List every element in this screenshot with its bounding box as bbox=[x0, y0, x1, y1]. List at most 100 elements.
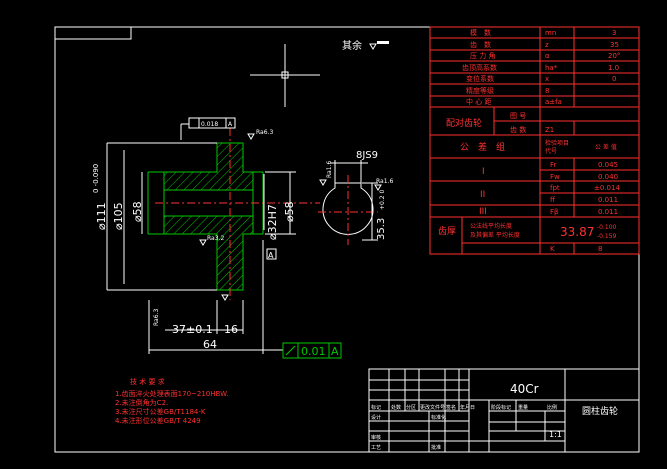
outer-dia-dim: ⌀111 bbox=[95, 202, 108, 230]
svg-text:20°: 20° bbox=[608, 52, 620, 60]
svg-text:及其偏差 平均长度: 及其偏差 平均长度 bbox=[470, 231, 520, 239]
svg-text:x: x bbox=[545, 75, 549, 83]
svg-text:Ra6.3: Ra6.3 bbox=[256, 129, 273, 136]
svg-text:0.01: 0.01 bbox=[301, 345, 326, 358]
datum-letter: A bbox=[268, 251, 274, 260]
svg-text:2.未注倒角为C2.: 2.未注倒角为C2. bbox=[115, 398, 168, 407]
bore-dim: ⌀32H7 bbox=[266, 204, 279, 240]
svg-text:技 术 要 求: 技 术 要 求 bbox=[130, 377, 165, 386]
svg-text:K: K bbox=[550, 245, 555, 253]
svg-text:0.045: 0.045 bbox=[598, 161, 618, 169]
svg-text:4.未注形位公差GB/T 4249: 4.未注形位公差GB/T 4249 bbox=[115, 416, 201, 425]
svg-text:比例: 比例 bbox=[547, 404, 557, 411]
svg-text:Z1: Z1 bbox=[545, 126, 554, 134]
tech-requirements: 技 术 要 求 1.齿面淬火处理表面170~210HBW. 2.未注倒角为C2.… bbox=[115, 377, 228, 425]
dia58-left-dim: ⌀58 bbox=[131, 201, 144, 222]
svg-text:-0.159: -0.159 bbox=[597, 233, 617, 240]
svg-text:Ra1.6: Ra1.6 bbox=[326, 161, 333, 178]
svg-text:变位系数: 变位系数 bbox=[466, 74, 494, 83]
len16-dim: 16 bbox=[224, 323, 238, 336]
svg-text:分区: 分区 bbox=[406, 404, 416, 411]
len64-dim: 64 bbox=[203, 338, 217, 351]
title-block-labels: 标记 处数 分区 更改文件号 签名 年月日 设计 标准化 阶段标记 重量 比例 … bbox=[371, 404, 557, 451]
svg-text:设计: 设计 bbox=[371, 414, 381, 421]
svg-text:精度等级: 精度等级 bbox=[466, 86, 494, 95]
svg-text:处数: 处数 bbox=[391, 404, 401, 411]
svg-text:审核: 审核 bbox=[371, 434, 381, 441]
svg-text:Fr: Fr bbox=[550, 161, 557, 169]
svg-text:ff: ff bbox=[550, 196, 555, 204]
svg-text:II: II bbox=[480, 190, 485, 200]
svg-text:0.011: 0.011 bbox=[598, 208, 618, 216]
dimension-lines bbox=[106, 142, 296, 354]
svg-text:1.齿面淬火处理表面170~210HBW.: 1.齿面淬火处理表面170~210HBW. bbox=[115, 389, 228, 398]
svg-text:阶段标记: 阶段标记 bbox=[491, 404, 511, 411]
svg-text:重量: 重量 bbox=[518, 404, 528, 411]
svg-text:0.018: 0.018 bbox=[201, 121, 218, 128]
svg-text:更改文件号: 更改文件号 bbox=[420, 404, 445, 411]
material-label: 40Cr bbox=[510, 382, 539, 396]
dia105-dim: ⌀105 bbox=[112, 202, 125, 230]
svg-text:3: 3 bbox=[612, 29, 616, 37]
keyway-depth-tol: +0.2 0 bbox=[379, 190, 386, 210]
svg-text:标记: 标记 bbox=[371, 404, 381, 411]
title-block bbox=[368, 368, 640, 453]
svg-text:A: A bbox=[331, 345, 339, 358]
svg-text:压 力 角: 压 力 角 bbox=[470, 51, 495, 60]
svg-text:8: 8 bbox=[545, 87, 549, 95]
svg-text:齿 数: 齿 数 bbox=[470, 40, 491, 49]
keyway-width-dim: 8JS9 bbox=[356, 150, 378, 161]
svg-text:8: 8 bbox=[598, 245, 602, 253]
gear-section bbox=[147, 128, 320, 300]
svg-text:公法线平均长度: 公法线平均长度 bbox=[470, 222, 512, 230]
keyway-depth-dim: 35.3 bbox=[376, 218, 387, 240]
svg-text:±0.014: ±0.014 bbox=[594, 184, 620, 192]
svg-text:签名: 签名 bbox=[446, 404, 456, 411]
svg-text:ha*: ha* bbox=[545, 64, 558, 72]
dia58-right-dim: ⌀58 bbox=[283, 201, 296, 222]
svg-text:Ra3.2: Ra3.2 bbox=[207, 235, 224, 242]
svg-text:3.未注尺寸公差GB/T1184-K: 3.未注尺寸公差GB/T1184-K bbox=[115, 407, 206, 416]
svg-text:-0.100: -0.100 bbox=[597, 224, 617, 231]
svg-text:标准化: 标准化 bbox=[431, 414, 446, 421]
sheet-border bbox=[54, 26, 640, 453]
svg-text:0: 0 bbox=[612, 75, 616, 83]
svg-text:批准: 批准 bbox=[431, 444, 441, 451]
svg-text:Fβ: Fβ bbox=[550, 208, 559, 216]
svg-text:α: α bbox=[545, 52, 550, 60]
svg-text:Ra6.3: Ra6.3 bbox=[153, 309, 160, 326]
crosshair-cursor-icon bbox=[250, 44, 320, 107]
svg-text:齿厚: 齿厚 bbox=[438, 226, 456, 237]
len37-dim: 37±0.1 bbox=[172, 323, 213, 336]
part-name-label: 圆柱齿轮 bbox=[582, 405, 618, 417]
svg-text:年月日: 年月日 bbox=[460, 404, 475, 411]
svg-text:公 差 组: 公 差 组 bbox=[460, 141, 505, 153]
svg-text:模 数: 模 数 bbox=[470, 28, 491, 37]
svg-text:I: I bbox=[482, 167, 485, 177]
svg-text:a±fa: a±fa bbox=[545, 98, 562, 106]
remark-label: 其余 bbox=[342, 39, 362, 52]
svg-text:中 心 距: 中 心 距 bbox=[466, 97, 491, 106]
svg-text:公 差 值: 公 差 值 bbox=[595, 143, 617, 151]
keyway-view bbox=[318, 160, 378, 245]
svg-text:mn: mn bbox=[545, 29, 556, 37]
svg-text:33.87: 33.87 bbox=[560, 225, 594, 239]
tolerance-frame-top: 0.018 A bbox=[180, 117, 236, 140]
roughness-marks: Ra6.3 Ra3.2 Ra1.6 Ra1.6 Ra6.3 bbox=[153, 129, 393, 326]
svg-text:齿顶高系数: 齿顶高系数 bbox=[462, 63, 497, 72]
svg-text:工艺: 工艺 bbox=[371, 445, 381, 451]
svg-text:0.011: 0.011 bbox=[598, 196, 618, 204]
datum-box bbox=[266, 248, 277, 260]
parameter-table-text: 模 数 mn 3 齿 数 z 35 压 力 角 α 20° 齿顶高系数 ha* … bbox=[438, 28, 620, 253]
svg-text:III: III bbox=[479, 207, 487, 217]
svg-text:Fw: Fw bbox=[550, 173, 560, 181]
svg-text:Ra1.6: Ra1.6 bbox=[376, 178, 393, 185]
tolerance-frame-bottom: 0.01 A bbox=[282, 342, 342, 359]
svg-text:图 号: 图 号 bbox=[510, 112, 526, 120]
svg-text:A: A bbox=[228, 121, 233, 128]
svg-text:代号: 代号 bbox=[545, 147, 557, 155]
svg-text:配对齿轮: 配对齿轮 bbox=[446, 117, 482, 129]
svg-text:检验项目: 检验项目 bbox=[545, 139, 569, 147]
remark-rough-symbol bbox=[369, 43, 377, 50]
